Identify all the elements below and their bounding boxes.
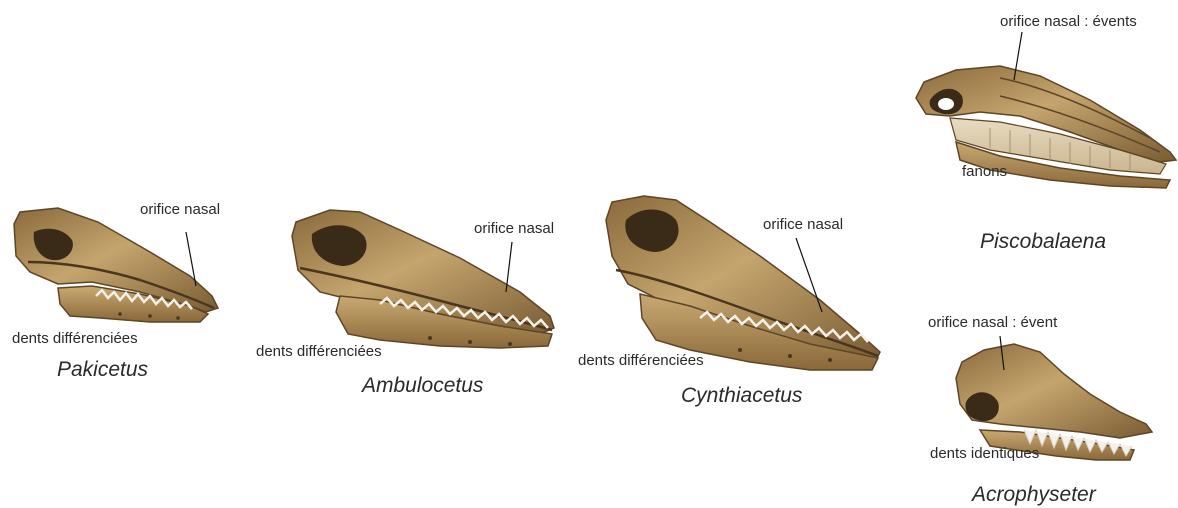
- cynthiacetus-nasal-label: orifice nasal: [763, 216, 843, 234]
- ambulocetus-teeth-label: dents différenciées: [256, 343, 382, 361]
- acrophyseter-skull: [956, 336, 1152, 460]
- ambulocetus-nasal-leader: [506, 242, 512, 292]
- pakicetus-nasal-label: orifice nasal: [140, 201, 220, 219]
- piscobalaena-skull: [916, 32, 1176, 188]
- skull-illustration-icon: [916, 66, 1176, 188]
- pakicetus-teeth-label: dents différenciées: [12, 330, 138, 348]
- piscobalaena-baleen-label: fanons: [962, 163, 1007, 181]
- acrophyseter-nasal-label: orifice nasal : évent: [928, 314, 1057, 332]
- ambulocetus-name: Ambulocetus: [362, 374, 483, 398]
- pakicetus-name: Pakicetus: [57, 358, 148, 382]
- skull-illustration-icon: [956, 344, 1152, 460]
- acrophyseter-name: Acrophyseter: [972, 483, 1096, 507]
- acrophyseter-teeth-label: dents identiques: [930, 445, 1039, 463]
- skull-illustration-icon: [14, 208, 218, 322]
- piscobalaena-name: Piscobalaena: [980, 230, 1106, 254]
- cynthiacetus-name: Cynthiacetus: [681, 384, 802, 408]
- piscobalaena-nasal-label: orifice nasal : évents: [1000, 13, 1137, 31]
- pakicetus-skull: [14, 208, 218, 322]
- ambulocetus-nasal-label: orifice nasal: [474, 220, 554, 238]
- cynthiacetus-teeth-label: dents différenciées: [578, 352, 704, 370]
